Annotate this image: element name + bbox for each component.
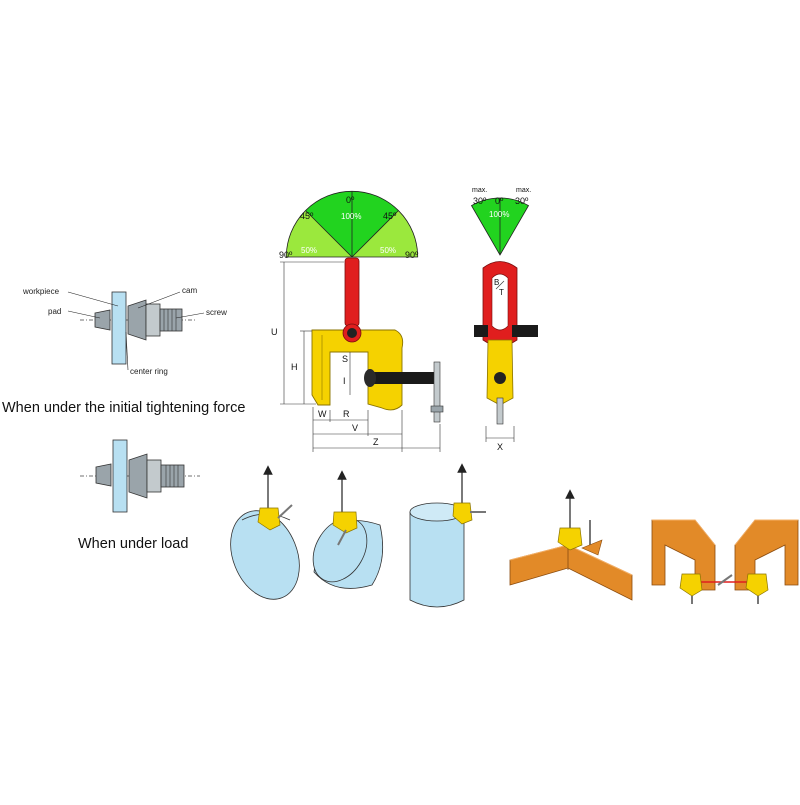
front-angle-0: 0º <box>346 195 355 205</box>
dim-z: Z <box>373 437 379 447</box>
dim-s: S <box>342 354 348 364</box>
dim-t: T <box>499 288 504 297</box>
front-angle-45-right: 45º <box>383 211 397 221</box>
side-clamp: B T X <box>474 261 538 452</box>
front-angle-45-left: 45º <box>300 211 314 221</box>
dim-b: B <box>494 278 499 287</box>
cam-shape <box>127 299 147 341</box>
label-center-ring: center ring <box>130 367 168 376</box>
side-angle-fan: max. max. 30º 0º 30º 100% <box>470 187 531 256</box>
label-cam: cam <box>182 286 197 295</box>
app-i-beams <box>651 519 799 604</box>
front-pct-left: 50% <box>301 246 317 255</box>
caption-under-load: When under load <box>78 536 189 552</box>
tightening-screw <box>367 372 437 384</box>
app-pipe-rolled <box>312 470 384 589</box>
mechanism-detail-load <box>80 439 200 513</box>
handle-bar <box>433 361 441 423</box>
app-pipe-tilted <box>230 465 300 600</box>
side-pct: 100% <box>489 210 509 219</box>
front-angle-90-left: 90º <box>279 250 293 260</box>
mechanism-detail-initial: workpiece pad cam screw center ring <box>22 286 227 376</box>
dim-h: H <box>291 362 298 372</box>
dim-u: U <box>271 327 278 337</box>
app-pipe-vertical <box>409 463 486 608</box>
screw-shape <box>159 308 183 332</box>
label-workpiece: workpiece <box>22 287 60 296</box>
dim-v: V <box>352 423 358 433</box>
caption-initial-tightening: When under the initial tightening force <box>2 400 246 416</box>
label-screw: screw <box>206 308 227 317</box>
front-angle-90-right: 90º <box>405 250 419 260</box>
front-pct-right: 50% <box>380 246 396 255</box>
side-angle-30-left: 30º <box>473 196 487 206</box>
clamp-body <box>311 329 404 411</box>
front-clamp: U H S I W R V Z <box>271 257 444 452</box>
label-pad: pad <box>48 307 61 316</box>
dim-x: X <box>497 442 503 452</box>
lifting-eye <box>344 257 360 327</box>
app-beam-flat <box>509 489 633 601</box>
workpiece-plate <box>111 291 127 365</box>
dim-r: R <box>343 409 350 419</box>
side-max-left: max. <box>472 187 487 194</box>
side-angle-30-right: 30º <box>515 196 529 206</box>
dim-i: I <box>343 376 346 386</box>
side-angle-0: 0º <box>495 196 504 206</box>
dim-w: W <box>318 409 327 419</box>
front-pct-center: 100% <box>341 212 361 221</box>
side-max-right: max. <box>516 187 531 194</box>
pad-shape <box>94 309 111 331</box>
front-angle-fan: 0º 45º 45º 90º 90º 100% 50% 50% <box>279 190 419 260</box>
